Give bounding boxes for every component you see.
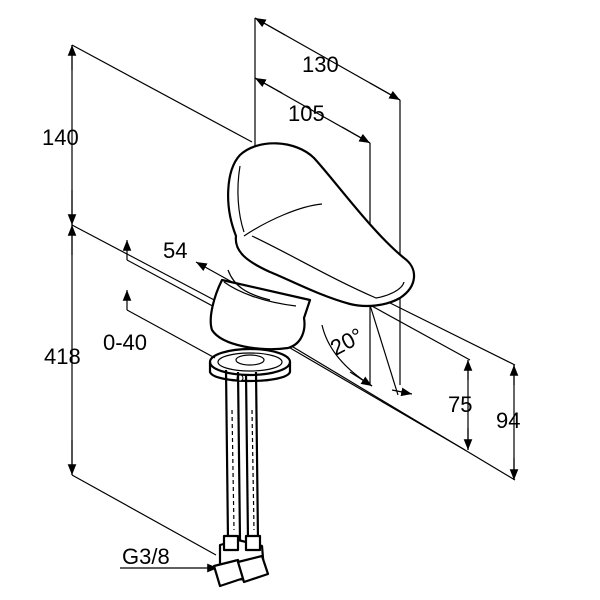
hose-dash-right bbox=[251, 409, 255, 531]
fitting-right-nut bbox=[244, 534, 262, 552]
arrow-angle-left bbox=[349, 371, 373, 387]
fitting-left-nut bbox=[222, 534, 240, 552]
fitting-right-hex bbox=[236, 554, 270, 584]
supply-hoses bbox=[224, 369, 260, 541]
hose-left-b bbox=[236, 371, 242, 541]
lever-edge bbox=[251, 235, 405, 299]
base-ring bbox=[208, 347, 292, 383]
label-20-degrees: 20° bbox=[326, 323, 367, 361]
label-g38: G3/8 bbox=[122, 544, 170, 569]
hose-dash-left bbox=[231, 409, 235, 531]
angle-ray bbox=[369, 304, 399, 396]
extension-base-right-lower bbox=[284, 344, 466, 451]
label-140: 140 bbox=[42, 125, 79, 150]
faucet-body bbox=[209, 142, 416, 351]
lever-crease bbox=[243, 203, 323, 237]
hose-right-b bbox=[254, 371, 260, 541]
label-94: 94 bbox=[496, 408, 520, 433]
base-ring-side bbox=[208, 362, 292, 383]
label-130: 130 bbox=[302, 52, 339, 77]
extension-0-40 bbox=[126, 309, 216, 359]
hose-fittings bbox=[212, 534, 270, 588]
base-ring-inner bbox=[217, 352, 283, 372]
base-ring-hole bbox=[235, 354, 265, 366]
faucet-column bbox=[209, 278, 312, 351]
extension-outlet-75 bbox=[369, 304, 471, 361]
label-418: 418 bbox=[44, 344, 81, 369]
label-54: 54 bbox=[163, 238, 187, 263]
label-75: 75 bbox=[448, 392, 472, 417]
extension-outlet-94 bbox=[377, 296, 516, 366]
arrow-54-left bbox=[195, 261, 233, 283]
label-105: 105 bbox=[288, 101, 325, 126]
arrow-105-left bbox=[254, 77, 283, 94]
extension-base-left bbox=[71, 224, 219, 303]
body-joint bbox=[223, 281, 297, 307]
dimension-labels: 130 105 140 54 0-40 418 20° 75 94 G3/8 bbox=[42, 52, 520, 569]
extension-hose-bottom bbox=[71, 474, 217, 556]
lever-side bbox=[237, 165, 245, 233]
hose-right-a bbox=[244, 373, 250, 541]
arrow-105-right bbox=[341, 126, 371, 144]
arrow-130-left bbox=[254, 17, 286, 36]
arrow-angle-right bbox=[391, 387, 413, 397]
body-joint-2 bbox=[227, 269, 271, 301]
label-0-40: 0-40 bbox=[103, 330, 147, 355]
hose-left-a bbox=[224, 369, 230, 541]
faucet-lever bbox=[227, 142, 416, 308]
extension-top bbox=[71, 44, 253, 143]
arrow-130-right bbox=[369, 82, 401, 101]
